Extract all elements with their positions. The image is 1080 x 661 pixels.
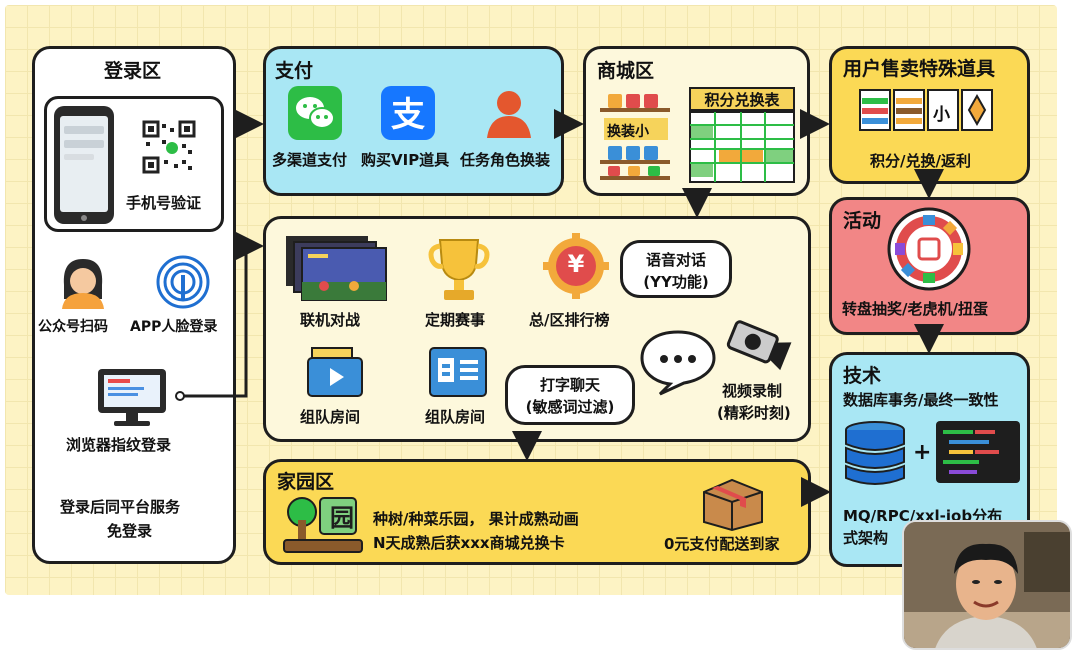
activity-caption: 转盘抽奖/老虎机/扭蛋 xyxy=(842,298,988,319)
phone-verify-label: 手机号验证 xyxy=(126,192,201,213)
person-icon xyxy=(482,86,536,140)
user-sale-caption: 积分/兑换/返利 xyxy=(870,150,971,171)
face-id-icon xyxy=(156,255,210,309)
database-icon xyxy=(843,420,907,488)
team-room-card-icon xyxy=(428,346,488,398)
team-room-label-1: 组队房间 xyxy=(300,406,360,427)
trophy-icon xyxy=(426,236,492,302)
points-exchange-table-title: 积分兑换表 xyxy=(689,87,795,111)
alipay-icon: 支 xyxy=(381,86,435,140)
online-battle-screens-icon xyxy=(284,234,388,302)
voice-chat-bubble: 语音对话 (YY功能) xyxy=(620,240,732,298)
package-box-icon xyxy=(700,474,766,532)
code-terminal-icon xyxy=(935,420,1021,484)
item-tiles-icon xyxy=(858,88,1006,132)
video-record-line1: 视频录制 xyxy=(722,380,782,401)
item-tile-char: 小 xyxy=(933,100,950,125)
garden-line2: N天成熟后获xxx商城兑换卡 xyxy=(373,532,565,553)
svg-text:支: 支 xyxy=(391,95,425,135)
smartphone-icon xyxy=(52,104,122,228)
garden-title: 家园区 xyxy=(277,467,334,494)
garden-sign-char: 园 xyxy=(320,498,364,533)
activity-title: 活动 xyxy=(843,206,881,233)
tech-title: 技术 xyxy=(843,361,881,388)
sso-line1: 登录后同平台服务 xyxy=(60,496,180,517)
payment-title: 支付 xyxy=(275,56,313,83)
user-sale-title: 用户售卖特殊道具 xyxy=(843,54,995,81)
speech-bubble-dots-icon xyxy=(638,328,718,396)
mall-title: 商城区 xyxy=(597,56,654,83)
voice-chat-line1: 语音对话 xyxy=(623,249,729,271)
sso-line2: 免登录 xyxy=(107,520,152,541)
text-chat-line1: 打字聊天 xyxy=(508,374,632,396)
video-camera-icon xyxy=(722,316,794,374)
mall-shelf-label: 换装小 xyxy=(607,121,649,141)
monitor-icon xyxy=(96,367,168,429)
team-room-label-2: 组队房间 xyxy=(425,406,485,427)
team-room-video-icon xyxy=(306,346,364,398)
wechat-pay-icon xyxy=(288,86,342,140)
ranking-label: 总/区排行榜 xyxy=(529,309,609,330)
yen-symbol: ¥ xyxy=(543,250,609,278)
tech-plus-sign: + xyxy=(913,440,931,465)
presenter-webcam-photo xyxy=(902,520,1072,650)
video-record-line2: (精彩时刻) xyxy=(717,402,791,423)
text-chat-bubble: 打字聊天 (敏感词过滤) xyxy=(505,365,635,425)
buy-vip-label: 购买VIP道具 xyxy=(361,149,449,170)
tech-stack-line2: 式架构 xyxy=(843,527,888,548)
face-login-label: APP人脸登录 xyxy=(130,316,217,336)
points-exchange-table xyxy=(689,111,795,183)
voice-chat-line2: (YY功能) xyxy=(623,271,729,293)
tournament-label: 定期赛事 xyxy=(425,309,485,330)
text-chat-line2: (敏感词过滤) xyxy=(508,396,632,418)
online-battle-label: 联机对战 xyxy=(300,309,360,330)
wechat-scan-label: 公众号扫码 xyxy=(38,316,108,336)
lucky-wheel-icon xyxy=(887,207,971,291)
role-skin-label: 任务角色换装 xyxy=(460,149,550,170)
free-delivery-label: 0元支付配送到家 xyxy=(664,533,779,554)
woman-avatar-icon xyxy=(56,255,110,309)
qr-code-icon xyxy=(142,120,196,174)
tech-subtitle: 数据库事务/最终一致性 xyxy=(843,389,998,410)
multi-channel-pay-label: 多渠道支付 xyxy=(272,149,347,170)
login-title: 登录区 xyxy=(104,56,161,83)
garden-line1: 种树/种菜乐园， 果计成熟动画 xyxy=(373,508,579,529)
fingerprint-login-label: 浏览器指纹登录 xyxy=(66,434,171,455)
